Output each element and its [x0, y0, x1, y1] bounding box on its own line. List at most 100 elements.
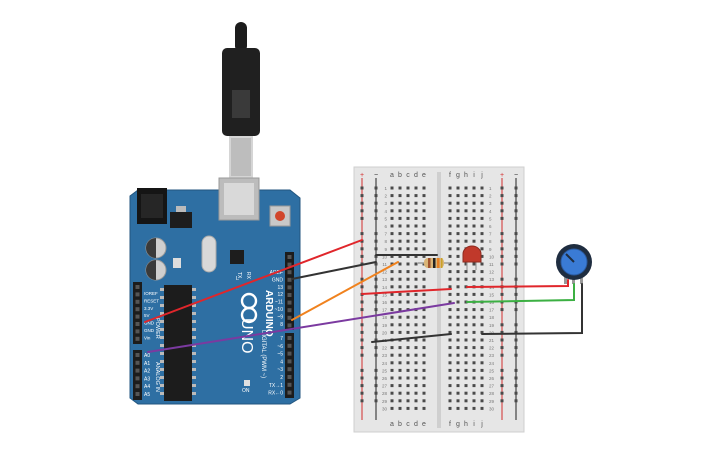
rx-label: RX: [245, 272, 251, 280]
power-pin-label: IOREF: [144, 291, 158, 296]
row-number: 29: [489, 399, 495, 404]
row-number: 6: [489, 224, 492, 229]
power-header-pins: [135, 285, 140, 396]
analog-pin-label: A0: [144, 353, 150, 359]
column-label: d: [414, 421, 418, 428]
rail-minus-right: −: [514, 172, 518, 179]
on-label: ON: [242, 388, 250, 394]
column-label: g: [456, 172, 460, 179]
row-number: 15: [489, 292, 495, 297]
mcu-chip-legs: [160, 288, 196, 395]
analog-in-label: ANALOG IN: [154, 362, 160, 392]
row-number: 8: [489, 239, 492, 244]
row-number: 22: [489, 346, 495, 351]
potentiometer[interactable]: [556, 244, 592, 284]
column-label: c: [406, 172, 410, 179]
usb-cable: [222, 22, 260, 178]
row-number: 10: [489, 254, 495, 259]
column-label: j: [480, 421, 483, 428]
row-number: 9: [489, 247, 492, 252]
row-number: 26: [382, 376, 388, 381]
column-label: f: [449, 172, 451, 179]
column-label: j: [480, 172, 483, 179]
row-number: 30: [489, 406, 495, 411]
row-number: 22: [382, 346, 388, 351]
resistor[interactable]: [418, 258, 450, 268]
wire-purple-a0: [147, 302, 455, 353]
digital-pin-label: TX→1: [269, 383, 283, 389]
row-number: 28: [382, 391, 388, 396]
row-number: 26: [489, 376, 495, 381]
wire-red-rail-row: [361, 288, 452, 295]
rail-plus-right: +: [500, 172, 504, 179]
column-label: g: [456, 421, 460, 428]
row-number: 30: [382, 406, 388, 411]
column-label: f: [449, 421, 451, 428]
row-number: 6: [384, 224, 387, 229]
digital-pin-label: 8: [280, 322, 283, 328]
power-pin-label: GND: [144, 321, 155, 326]
wire-black-pot: [481, 283, 583, 335]
analog-pin-label: A2: [144, 369, 150, 375]
power-pin-label: Vin: [144, 335, 151, 340]
tx-label: TX: [236, 272, 242, 279]
digital-pin-label: ~9: [277, 314, 283, 320]
column-label: a: [390, 421, 394, 428]
led[interactable]: [462, 245, 482, 270]
wire-green-pot: [466, 283, 575, 303]
row-number: 28: [489, 391, 495, 396]
row-number: 1: [489, 186, 492, 191]
digital-header-pins: [287, 255, 292, 395]
row-number: 11: [489, 262, 494, 267]
analog-pin-label: A5: [144, 392, 150, 398]
digital-pin-label: 2: [280, 375, 283, 381]
wire-red-5v: [144, 239, 363, 323]
row-number: 9: [384, 247, 387, 252]
row-number: 27: [489, 384, 495, 389]
row-number: 14: [382, 285, 388, 290]
wire-black-gnd: [291, 261, 377, 280]
row-number: 16: [382, 300, 388, 305]
row-number: 18: [382, 315, 388, 320]
row-number: 2: [489, 194, 492, 199]
row-number: 24: [382, 361, 388, 366]
row-number: 3: [384, 201, 387, 206]
digital-pin-label: 4: [280, 359, 283, 365]
row-number: 4: [384, 209, 387, 214]
digital-pin-label: ~10: [275, 307, 284, 313]
row-number: 13: [489, 277, 495, 282]
row-number: 17: [489, 308, 495, 313]
column-label: i: [473, 421, 475, 428]
power-pin-label: 5V: [144, 313, 150, 318]
row-number: 23: [382, 353, 388, 358]
row-number: 18: [489, 315, 495, 320]
wire-orange-pin9: [291, 261, 399, 321]
analog-pin-label: A4: [144, 384, 150, 390]
rail-minus-left: −: [374, 172, 378, 179]
row-number: 19: [382, 323, 388, 328]
row-number: 29: [382, 399, 388, 404]
digital-pin-label: 7: [280, 336, 283, 342]
rail-plus-left: +: [360, 172, 364, 179]
column-label: e: [422, 421, 426, 428]
digital-pin-label: ~11: [275, 300, 283, 306]
row-number: 10: [382, 254, 388, 259]
row-number: 5: [489, 216, 492, 221]
row-number: 12: [382, 270, 388, 275]
l-led-label: L: [236, 276, 239, 282]
row-number: 25: [382, 368, 388, 373]
row-number: 25: [489, 368, 495, 373]
row-number: 13: [382, 277, 388, 282]
wires: [144, 239, 583, 353]
arduino-logo: [240, 292, 258, 324]
arduino-brand-text: ARDUINO: [263, 290, 274, 337]
row-number: 8: [384, 239, 387, 244]
row-number: 7: [384, 232, 387, 237]
